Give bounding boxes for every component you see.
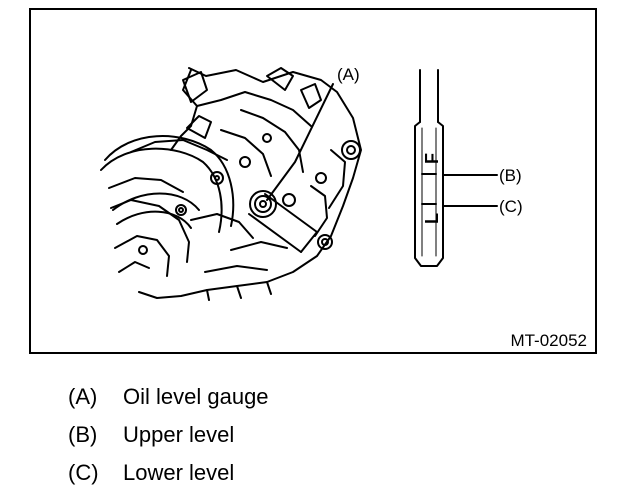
figure-code: MT-02052 bbox=[510, 331, 587, 350]
oil-level-gauge-cap bbox=[248, 190, 318, 253]
gauge-mark-full: F bbox=[422, 153, 442, 164]
legend-key: (B) bbox=[68, 422, 98, 447]
callout-c-label: (C) bbox=[499, 197, 523, 216]
callout-a-leader bbox=[266, 83, 334, 201]
transmission-illustration: (A) F L (B) (C) MT-02052 bbox=[100, 65, 587, 350]
gauge-mark-low: L bbox=[422, 213, 442, 224]
callout-b-label: (B) bbox=[499, 166, 522, 185]
legend-key: (C) bbox=[68, 460, 99, 485]
figure-frame: (A) F L (B) (C) MT-02052 bbox=[29, 8, 597, 354]
legend-key: (A) bbox=[68, 384, 98, 409]
dipstick-detail: F L bbox=[414, 69, 444, 267]
legend-text: Oil level gauge bbox=[123, 384, 269, 409]
transmission-case bbox=[100, 67, 362, 301]
callout-a-label: (A) bbox=[337, 65, 360, 84]
legend-text: Upper level bbox=[123, 422, 235, 447]
legend-text: Lower level bbox=[123, 460, 235, 485]
